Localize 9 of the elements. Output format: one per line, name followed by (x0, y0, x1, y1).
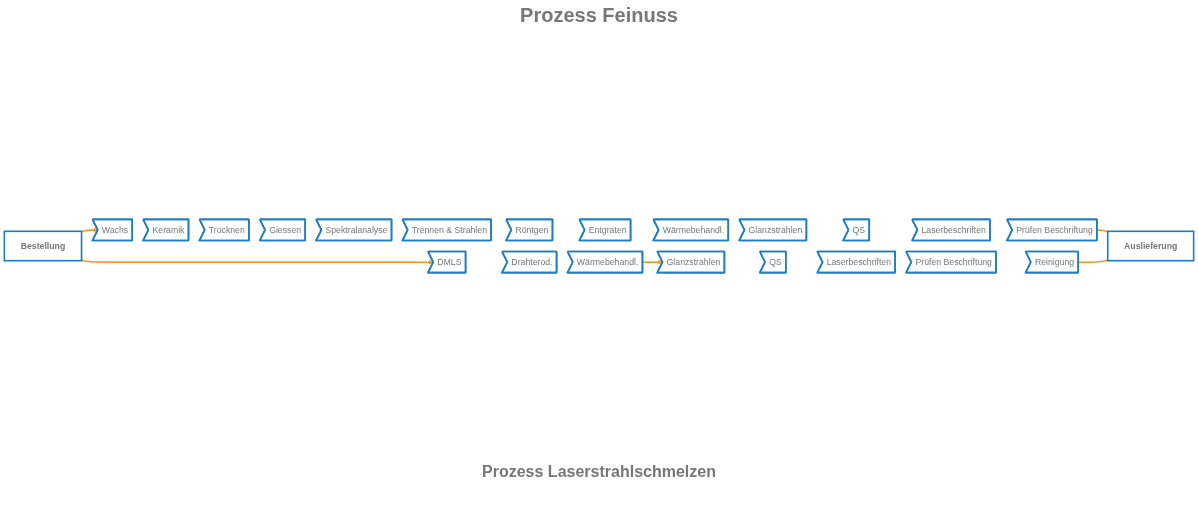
connector (1077, 259, 1109, 264)
diagram-title: Prozess Feinuss (519, 4, 679, 27)
node-box: Auslieferung (1106, 230, 1195, 262)
process-label: Prozess Laserstrahlschmelzen (481, 463, 717, 481)
arrow (641, 259, 663, 265)
arrow (80, 227, 99, 233)
node-box: Bestellung (3, 230, 83, 262)
arrow (80, 259, 434, 265)
connector (1096, 229, 1109, 233)
